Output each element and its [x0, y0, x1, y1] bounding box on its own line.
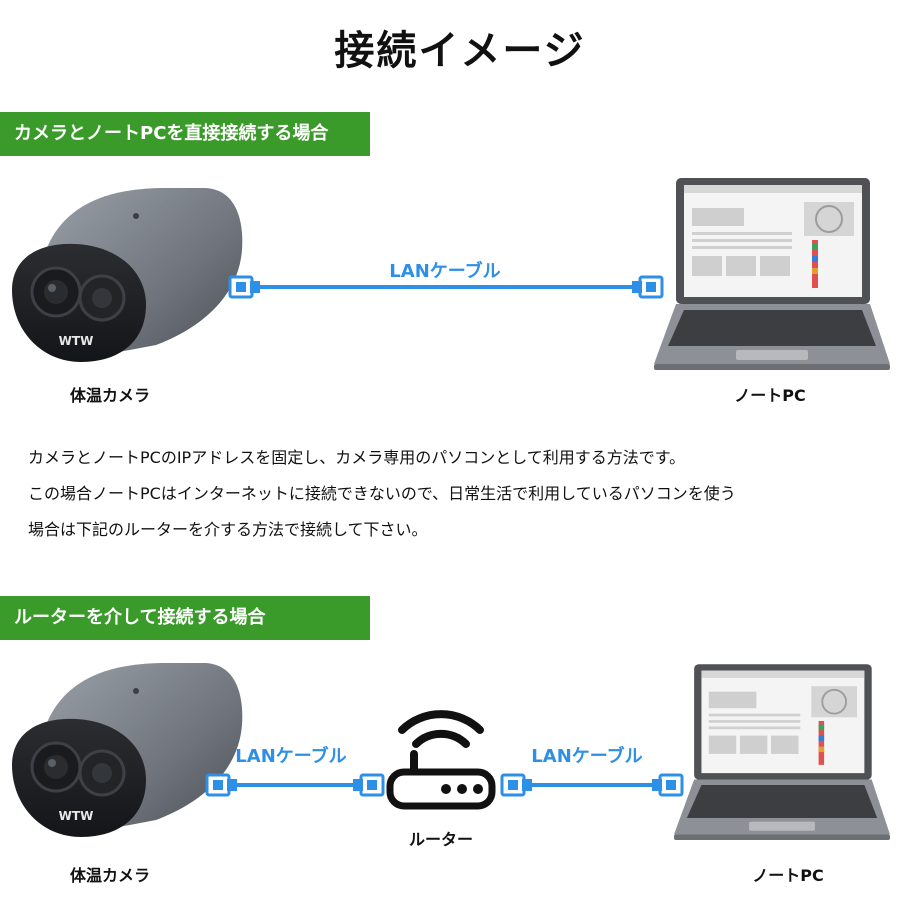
lan-cable — [228, 275, 664, 299]
pc-label: ノートPC — [734, 386, 806, 405]
thermal-camera-image: WTW — [12, 188, 243, 362]
section-header-direct: カメラとノートPCを直接接続する場合 — [0, 112, 370, 156]
description-line: この場合ノートPCはインターネットに接続できないので、日常生活で利用しているパソ… — [28, 484, 736, 503]
camera-brand-logo: WTW — [59, 334, 94, 348]
lan-cable-label-left: LANケーブル — [235, 746, 347, 767]
lan-cable-right — [500, 773, 684, 797]
description-line: 場合は下記のルーターを介する方法で接続して下さい。 — [28, 520, 428, 539]
router-icon — [386, 710, 496, 810]
pc-label: ノートPC — [752, 866, 824, 885]
section-header-router: ルーターを介して接続する場合 — [0, 596, 370, 640]
lan-cable-label: LANケーブル — [389, 261, 501, 282]
description-line: カメラとノートPCのIPアドレスを固定し、カメラ専用のパソコンとして利用する方法… — [28, 448, 686, 467]
router-label: ルーター — [408, 830, 473, 849]
laptop-image — [654, 178, 890, 370]
laptop-image — [674, 664, 890, 840]
thermal-camera-image: WTW — [12, 663, 243, 837]
description-text: カメラとノートPCのIPアドレスを固定し、カメラ専用のパソコンとして利用する方法… — [28, 440, 898, 548]
lan-cable-left — [205, 773, 385, 797]
lan-cable-label-right: LANケーブル — [531, 746, 643, 767]
camera-label: 体温カメラ — [69, 386, 150, 405]
camera-brand-logo: WTW — [59, 809, 94, 823]
page-title: 接続イメージ — [334, 28, 586, 74]
camera-label: 体温カメラ — [69, 866, 150, 885]
